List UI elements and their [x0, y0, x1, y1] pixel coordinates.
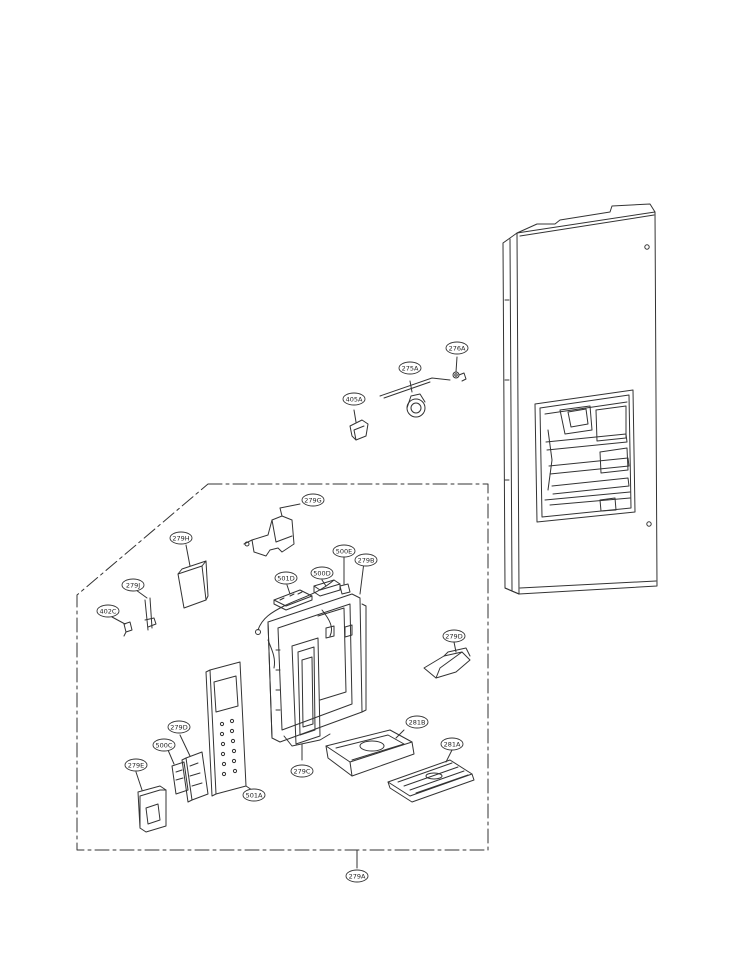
svg-text:281A: 281A — [444, 741, 461, 749]
part-279H — [177, 544, 209, 609]
callout-279C: 279C — [290, 764, 314, 778]
svg-text:500D: 500D — [313, 570, 330, 578]
svg-text:500C: 500C — [156, 742, 173, 750]
part-279J — [135, 589, 157, 631]
callout-279E: 279E — [124, 758, 148, 772]
part-279D-bracket-left — [179, 734, 209, 803]
svg-text:279D: 279D — [170, 724, 187, 732]
svg-text:279D: 279D — [445, 633, 462, 641]
callout-402C: 402C — [96, 604, 120, 618]
part-501D — [273, 584, 313, 611]
svg-text:279J: 279J — [126, 582, 140, 590]
callout-275A: 275A — [398, 361, 422, 375]
part-275A — [379, 377, 451, 418]
part-279E-cup — [135, 771, 167, 833]
callout-500E: 500E — [332, 544, 356, 558]
callout-279A: 279A — [345, 869, 369, 883]
part-279G — [243, 503, 301, 557]
callout-405A: 405A — [342, 392, 366, 406]
svg-text:279G: 279G — [304, 497, 321, 505]
callout-500C: 500C — [152, 738, 176, 752]
svg-text:275A: 275A — [402, 365, 419, 373]
part-279B-frame — [267, 561, 367, 743]
part-500E — [339, 556, 351, 595]
assembly-boundary — [76, 483, 489, 851]
svg-text:279H: 279H — [172, 535, 189, 543]
callout-501A: 501A — [242, 788, 266, 802]
svg-text:276A: 276A — [449, 345, 466, 353]
part-281A-grille — [387, 749, 475, 803]
svg-text:279C: 279C — [294, 768, 311, 776]
harness-wire — [255, 579, 335, 669]
svg-text:281B: 281B — [409, 719, 426, 727]
callout-279D-right: 279D — [442, 629, 466, 643]
callout-501D: 501D — [274, 571, 298, 585]
callout-279B: 279B — [354, 553, 378, 567]
part-500C — [167, 749, 189, 795]
part-500D — [313, 579, 341, 597]
svg-text:501D: 501D — [277, 575, 294, 583]
part-279C-bezel — [283, 637, 331, 761]
svg-text:500E: 500E — [336, 548, 353, 556]
svg-text:405A: 405A — [346, 396, 363, 404]
svg-text:501A: 501A — [246, 792, 263, 800]
part-405A — [349, 409, 369, 441]
callout-276A: 276A — [445, 341, 469, 355]
callout-281A: 281A — [440, 737, 464, 751]
part-402C — [111, 616, 133, 637]
svg-text:279B: 279B — [358, 557, 375, 565]
dispenser-cavity — [534, 389, 636, 523]
part-501A-keypad — [205, 661, 253, 797]
part-276A — [452, 356, 467, 382]
part-279D-bracket-right — [423, 641, 471, 679]
callout-500D: 500D — [310, 566, 334, 580]
svg-text:279A: 279A — [349, 873, 366, 881]
callout-279J: 279J — [121, 578, 145, 592]
door-panel — [502, 203, 658, 595]
svg-text:402C: 402C — [100, 608, 117, 616]
callout-281B: 281B — [405, 715, 429, 729]
callout-279G: 279G — [301, 493, 325, 507]
part-281B-drip-tray — [325, 729, 415, 777]
callout-279D-left: 279D — [167, 720, 191, 734]
callout-279H: 279H — [169, 531, 193, 545]
svg-text:279E: 279E — [128, 762, 145, 770]
